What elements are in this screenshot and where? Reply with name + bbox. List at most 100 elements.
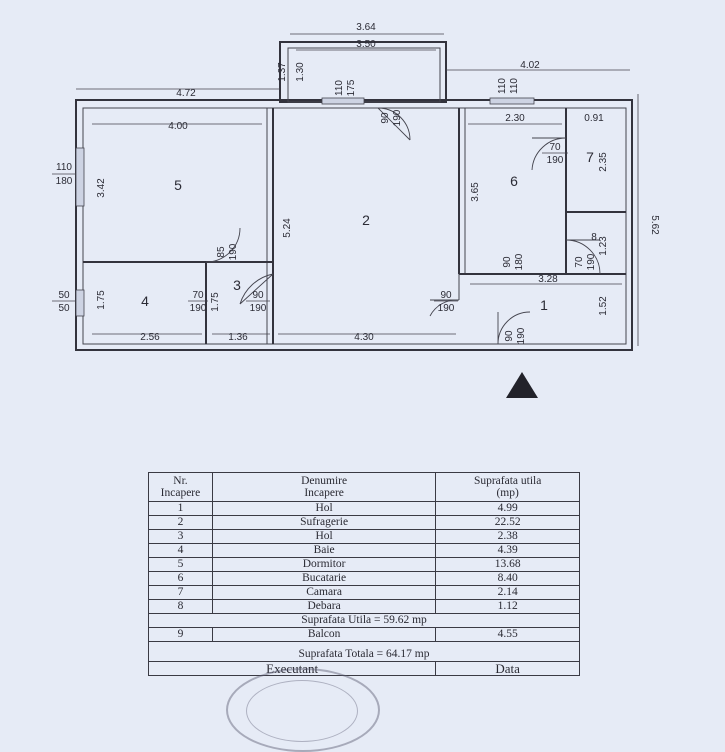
window-kitchen-top: 110 [497,78,508,94]
window-left-bottom: 180 [56,176,73,187]
dim-room7-height: 2.35 [598,152,609,172]
row-area: 22.52 [435,515,580,530]
total-text: Suprafata Totala = 64.17 mp [148,641,580,662]
window-balcony-top: 110 [334,80,345,96]
window-balcony-bottom: 175 [346,79,357,96]
room-label-5: 5 [174,177,182,193]
dim-room5-width: 4.00 [168,121,188,132]
dim-room4-height: 1.75 [96,290,107,310]
area-table: Nr. Incapere Denumire Incapere Suprafata… [147,472,580,676]
row-nr: 8 [148,599,213,614]
row-name: Dormitor [211,557,437,572]
window-bath [75,289,85,317]
room-label-6: 6 [510,173,518,189]
window-left-top: 110 [56,162,72,173]
row-area: 13.68 [435,557,580,572]
header-nr-line1: Nr. [173,475,188,487]
row-area: 4.99 [435,501,580,516]
row-nr: 1 [148,501,213,516]
window-small-bottom: 50 [58,303,70,314]
row-name: Sufragerie [211,515,437,530]
row-name: Bucatarie [211,571,437,586]
row-nr: 4 [148,543,213,558]
row-nr: 3 [148,529,213,544]
dim-balcony-outer: 3.64 [356,22,376,33]
subtotal-row: Suprafata Utila = 59.62 mp [148,613,580,628]
north-arrow-icon [506,372,538,398]
dim-room6-width: 2.30 [505,113,525,124]
header-area-line2: (mp) [496,487,519,499]
door-balcony-bottom: 190 [392,109,403,126]
room-label-4: 4 [141,293,149,309]
room-label-3: 3 [233,277,241,293]
row-name: Camara [211,585,437,600]
door-8-bottom: 190 [586,253,597,270]
row-area: 8.40 [435,571,580,586]
window-small-top: 50 [58,290,70,301]
door-room5 [205,227,241,263]
dim-room3-width: 1.36 [228,332,248,343]
dim-left-total: 4.72 [176,88,196,99]
dim-room3-height: 1.75 [210,292,221,312]
door-6-top: 70 [549,142,561,153]
door-3-bottom: 190 [250,303,267,314]
window-balcony [321,97,365,105]
room-label-7: 7 [586,149,594,165]
door-5-bottom: 190 [228,243,239,260]
row-area: 1.12 [435,599,580,614]
row-nr: 7 [148,585,213,600]
inner-wall-main [82,107,627,345]
dim-balcony-depth-inner: 1.30 [295,62,306,82]
header-nr-line2: Incapere [160,487,201,499]
window-kitchen-bottom: 110 [509,78,520,94]
door-room1 [429,299,460,317]
door-5-top: 85 [216,246,227,258]
dim-right-height: 5.62 [649,215,660,235]
total-row: Suprafata Totala = 64.17 mp [148,641,580,662]
row-area: 4.55 [435,627,580,642]
door-balcony [377,107,411,141]
header-nr: Nr. Incapere [148,472,213,502]
door-room8 [565,239,601,275]
door-entry [497,311,531,345]
table-header-row: Nr. Incapere Denumire Incapere Suprafata… [148,472,580,502]
header-name-line2: Incapere [304,487,344,499]
dim-room4-width: 2.56 [140,332,160,343]
door-4-bottom: 190 [190,303,207,314]
outer-wall-main [75,99,633,351]
floor-plan: 3.64 3.50 1.37 1.30 4.72 4.02 5.62 4.00 … [52,22,660,398]
dim-room1-height: 1.52 [598,296,609,316]
dim-room2-width: 4.30 [354,332,374,343]
room-label-1: 1 [540,297,548,313]
door-6-bottom: 190 [547,155,564,166]
dim-balcony-inner: 3.50 [356,39,376,50]
row-name: Debara [211,599,437,614]
door-room3 [239,273,274,305]
dim-balcony-depth-outer: 1.37 [277,62,288,82]
dim-room7-width: 0.91 [584,113,604,124]
door-4-top: 70 [192,290,204,301]
row-name: Hol [211,529,437,544]
subtotal-text: Suprafata Utila = 59.62 mp [148,613,580,628]
balcony-inner-wall [287,47,441,103]
door-balcony-top: 90 [380,112,391,124]
room-label-2: 2 [362,212,370,228]
dim-room8-height: 1.23 [598,236,609,256]
header-name: Denumire Incapere [211,472,437,502]
door-1-bottom: 190 [438,303,455,314]
header-area-line1: Suprafata utila [473,475,542,487]
dim-room1-width: 3.28 [538,274,558,285]
dim-right-total: 4.02 [520,60,540,71]
door-entry-bottom: 190 [516,327,527,344]
row-area: 2.14 [435,585,580,600]
row-nr: 9 [148,627,213,642]
row-area: 4.39 [435,543,580,558]
stamp-seal-inner [246,680,358,742]
row-name: Balcon [211,627,437,642]
